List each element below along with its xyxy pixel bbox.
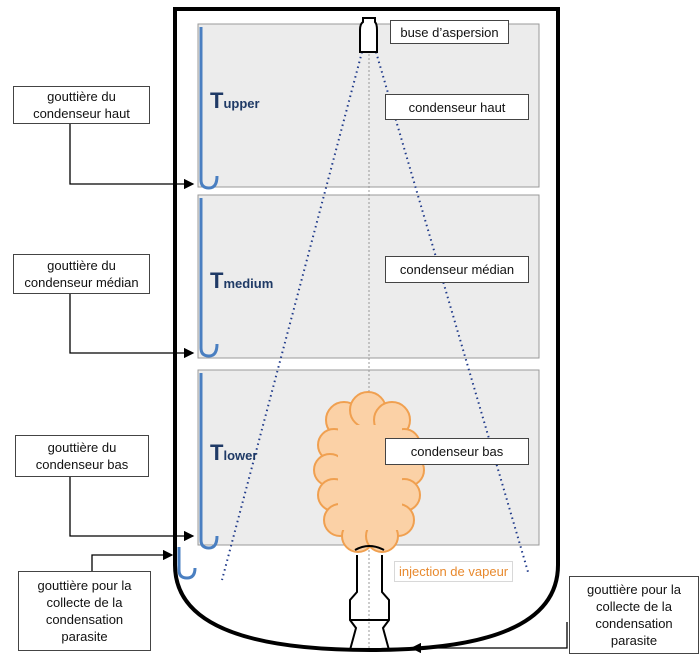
gutter-mid-shape: [199, 198, 219, 358]
temp-lower-T: T: [210, 440, 224, 465]
temp-lower-label: Tlower: [210, 440, 257, 466]
nozzle-label: buse d’aspersion: [390, 20, 509, 44]
gutter-high-shape: [199, 27, 219, 190]
temp-upper-label: Tupper: [210, 88, 260, 114]
temp-upper-T: T: [210, 88, 224, 113]
spray-line-left: [221, 51, 363, 581]
arrow-gutter-parasite-right: [410, 622, 568, 654]
temp-lower-sub: lower: [223, 448, 258, 463]
temp-medium-T: T: [210, 268, 224, 293]
steam-pipe-cap: [354, 545, 385, 551]
steam-cloud: [313, 391, 425, 553]
gutter-low-shape: [199, 373, 219, 550]
temp-medium-sub: medium: [223, 276, 274, 291]
gutter-high-callout: gouttière du condenseur haut: [13, 86, 150, 124]
arrow-gutter-high: [69, 124, 195, 190]
vessel-outline: [173, 7, 560, 653]
arrow-gutter-mid: [69, 294, 195, 359]
temp-upper-sub: upper: [223, 96, 260, 111]
condenser-mid-label: condenseur médian: [385, 256, 529, 283]
arrow-gutter-low: [69, 477, 195, 542]
temp-medium-label: Tmedium: [210, 268, 273, 294]
condenser-high-label: condenseur haut: [385, 94, 529, 120]
gutter-parasite-shape: [177, 547, 197, 580]
gutter-parasite-callout-right: gouttière pour la collecte de la condens…: [569, 576, 699, 654]
arrow-gutter-parasite-left: [91, 549, 174, 571]
spray-line-right: [375, 51, 529, 573]
gutter-low-callout: gouttière du condenseur bas: [15, 435, 149, 477]
gutter-mid-callout: gouttière du condenseur médian: [13, 254, 150, 294]
steam-injection-label: injection de vapeur: [394, 561, 514, 582]
steam-pipe: [349, 555, 390, 651]
spray-nozzle: [359, 17, 378, 53]
gutter-parasite-callout-left: gouttière pour la collecte de la condens…: [18, 571, 151, 651]
condenser-low-label: condenseur bas: [385, 438, 529, 465]
